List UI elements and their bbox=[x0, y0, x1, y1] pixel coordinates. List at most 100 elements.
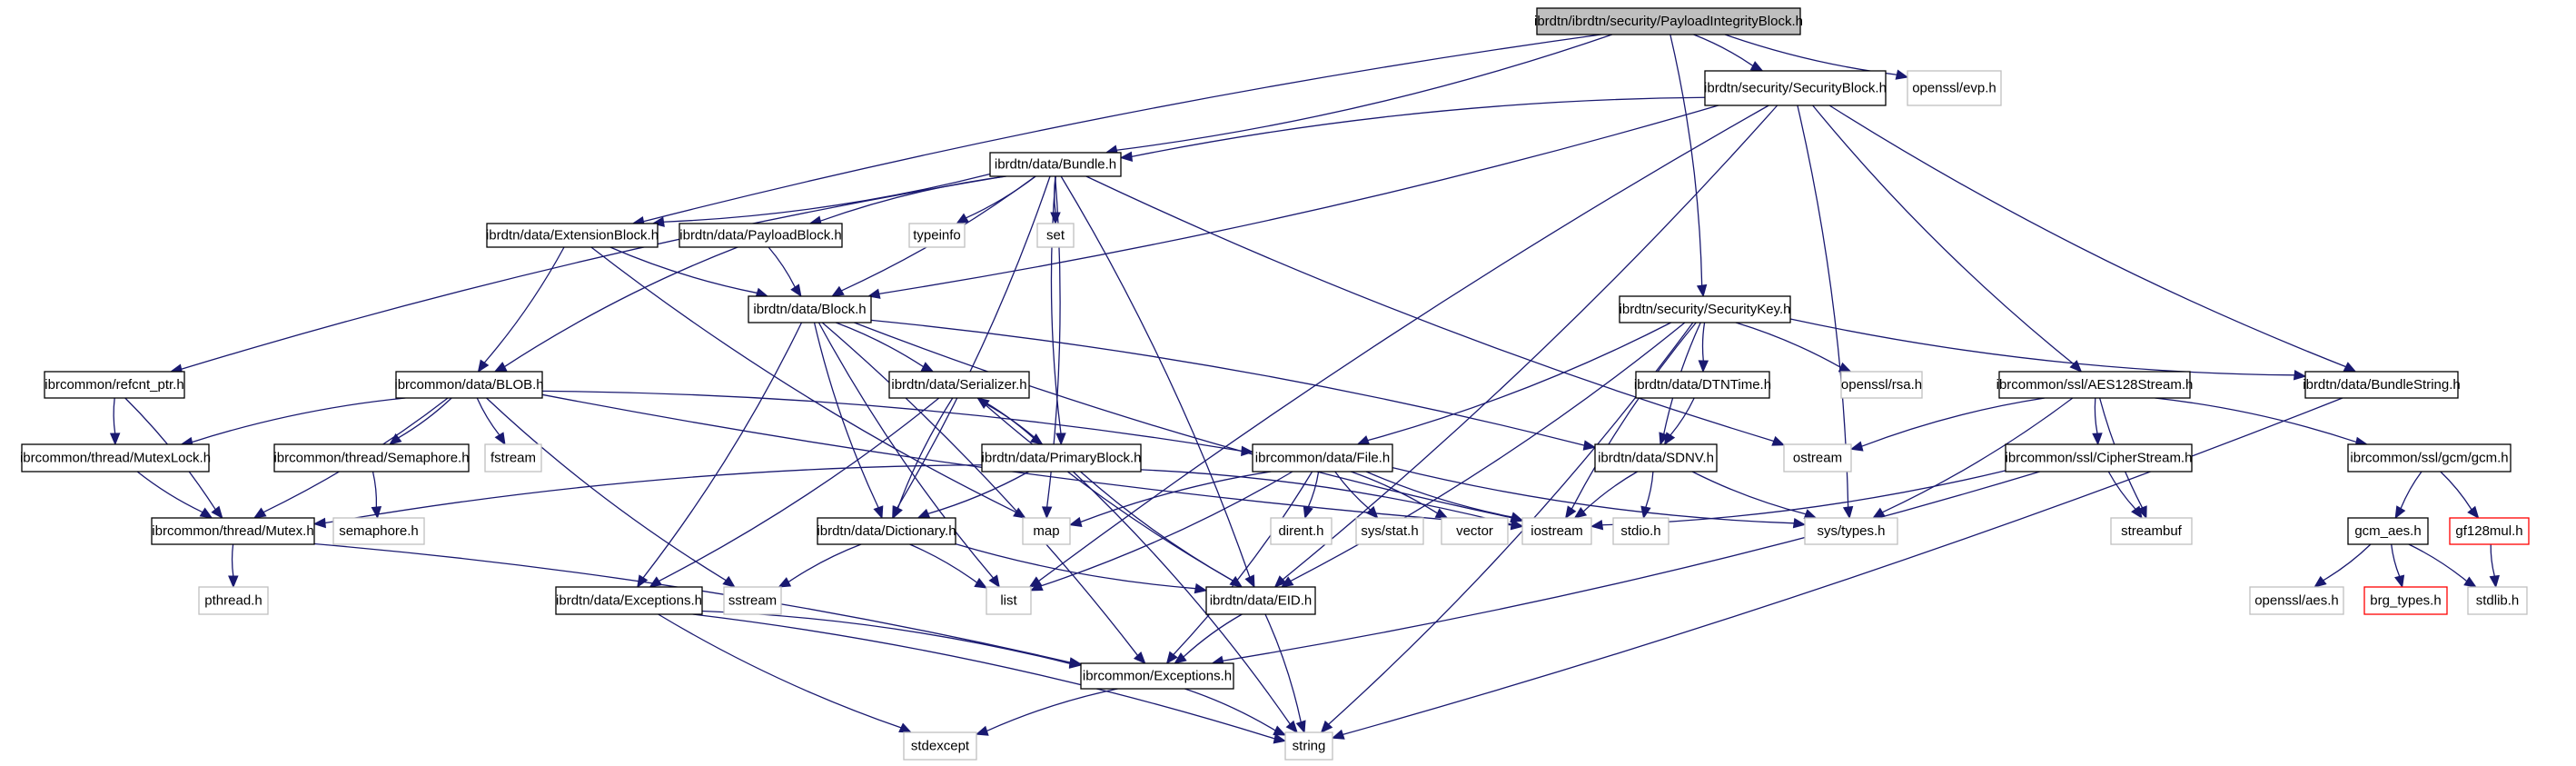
node-box bbox=[1252, 443, 1393, 473]
arrowhead-securitykey-to-iostream bbox=[1564, 505, 1577, 520]
node-gcmaes[interactable]: gcm_aes.h bbox=[2347, 517, 2429, 545]
arrowhead-sdnv-to-systypes bbox=[1803, 509, 1818, 520]
node-box bbox=[2467, 586, 2528, 615]
node-semaphoreh[interactable]: ibrcommon/thread/Semaphore.h bbox=[273, 443, 470, 473]
node-blob[interactable]: ibrcommon/data/BLOB.h bbox=[394, 371, 544, 399]
arrowhead-securityblock-to-eid bbox=[1273, 575, 1287, 588]
node-label: ibrdtn/data/Exceptions.h bbox=[556, 593, 702, 609]
node-label: sstream bbox=[728, 593, 777, 609]
edge-file-to-vector bbox=[1350, 471, 1438, 514]
node-box bbox=[1635, 371, 1770, 399]
node-label: list bbox=[1000, 593, 1017, 609]
node-label: ibrdtn/data/EID.h bbox=[1210, 593, 1313, 609]
arrowhead-root-to-securityblock bbox=[1749, 61, 1764, 72]
node-refcnt[interactable]: ibrcommon/refcnt_ptr.h bbox=[44, 371, 185, 399]
edge-gcm-to-gf128mul bbox=[2440, 471, 2472, 511]
arrowhead-file-to-vector bbox=[1434, 508, 1449, 519]
node-box bbox=[903, 731, 977, 761]
node-payloadblock[interactable]: ibrdtn/data/PayloadBlock.h bbox=[679, 223, 843, 248]
node-securitykey[interactable]: ibrdtn/security/SecurityKey.h bbox=[1619, 295, 1791, 323]
arrowhead-payloadblock-to-blob bbox=[493, 362, 508, 373]
node-securityblock[interactable]: ibrdtn/security/SecurityBlock.h bbox=[1704, 70, 1887, 106]
edge-securitykey-to-bundlestring bbox=[1789, 318, 2295, 376]
arrowhead-mutexlock-to-mutex bbox=[199, 507, 213, 519]
node-box bbox=[989, 152, 1122, 177]
node-label: stdio.h bbox=[1620, 523, 1660, 539]
node-box bbox=[888, 371, 1030, 399]
node-box bbox=[332, 517, 425, 545]
node-stdlib: stdlib.h bbox=[2467, 586, 2528, 615]
edge-extensionblock-to-map bbox=[590, 246, 1016, 513]
edge-file-to-commonexceptions bbox=[1173, 471, 1313, 655]
node-dtntime[interactable]: ibrdtn/data/DTNTime.h bbox=[1634, 371, 1771, 399]
node-typeinfo: typeinfo bbox=[908, 223, 966, 248]
node-label: ibrcommon/thread/MutexLock.h bbox=[20, 451, 211, 466]
node-pthread: pthread.h bbox=[198, 586, 269, 615]
edge-refcnt-to-mutexlock bbox=[113, 397, 116, 434]
node-block[interactable]: ibrdtn/data/Block.h bbox=[748, 295, 872, 323]
arrowhead-bundle-to-typeinfo bbox=[956, 213, 969, 224]
edge-mutexlock-to-mutex bbox=[136, 471, 203, 513]
node-box bbox=[555, 586, 703, 615]
node-label: brg_types.h bbox=[2370, 593, 2441, 609]
node-iostream: iostream bbox=[1521, 517, 1592, 545]
node-box bbox=[1036, 223, 1075, 248]
arrowhead-block-to-dictionary bbox=[873, 505, 884, 520]
edge-block-to-dtnexceptions bbox=[642, 322, 803, 579]
edge-securitykey-to-rsa bbox=[1735, 322, 1841, 368]
node-gcm[interactable]: ibrcommon/ssl/gcm/gcm.h bbox=[2347, 443, 2512, 473]
node-sdnv[interactable]: ibrdtn/data/SDNV.h bbox=[1594, 443, 1718, 473]
edge-block-to-serializer bbox=[836, 322, 924, 368]
node-label: ibrdtn/ibrdtn/security/PayloadIntegrityB… bbox=[1534, 14, 1803, 29]
node-dtnexceptions[interactable]: ibrdtn/data/Exceptions.h bbox=[555, 586, 703, 615]
node-cipherstream[interactable]: ibrcommon/ssl/CipherStream.h bbox=[2005, 443, 2193, 473]
node-label: openssl/aes.h bbox=[2254, 593, 2339, 609]
arrowhead-gcm-to-gcmaes bbox=[2394, 505, 2406, 520]
node-aes128[interactable]: ibrcommon/ssl/AES128Stream.h bbox=[1996, 371, 2194, 399]
edge-primaryblock-to-mutex bbox=[324, 464, 983, 524]
node-systypes: sys/types.h bbox=[1804, 517, 1898, 545]
node-file[interactable]: ibrcommon/data/File.h bbox=[1252, 443, 1393, 473]
arrowhead-sdnv-to-stdio bbox=[1640, 505, 1651, 520]
node-box bbox=[1804, 517, 1898, 545]
node-box bbox=[395, 371, 543, 399]
node-box bbox=[908, 223, 966, 248]
node-bundle[interactable]: ibrdtn/data/Bundle.h bbox=[989, 152, 1122, 177]
edge-cipherstream-to-commonexceptions bbox=[1223, 471, 2040, 662]
node-mutexlock[interactable]: ibrcommon/thread/MutexLock.h bbox=[20, 443, 211, 473]
edge-root-to-securityblock bbox=[1693, 34, 1754, 66]
arrowhead-primaryblock-to-string bbox=[1285, 720, 1298, 733]
arrowhead-gcmaes-to-brgtypes bbox=[2394, 574, 2405, 589]
node-serializer[interactable]: ibrdtn/data/Serializer.h bbox=[888, 371, 1030, 399]
node-box bbox=[1270, 517, 1333, 545]
node-label: stdexcept bbox=[911, 739, 970, 754]
edge-sdnv-to-systypes bbox=[1691, 471, 1807, 515]
edge-primaryblock-to-string bbox=[1072, 471, 1291, 725]
node-eid[interactable]: ibrdtn/data/EID.h bbox=[1205, 586, 1316, 615]
arrowhead-file-to-dirent bbox=[1303, 505, 1313, 520]
arrowhead-bundle-to-eid bbox=[1244, 574, 1255, 589]
arrowhead-eid-to-commonexceptions bbox=[1174, 652, 1187, 664]
node-commonexceptions[interactable]: ibrcommon/Exceptions.h bbox=[1080, 662, 1234, 690]
edge-bundle-to-typeinfo bbox=[966, 175, 1036, 219]
node-root[interactable]: ibrdtn/ibrdtn/security/PayloadIntegrityB… bbox=[1534, 7, 1803, 35]
node-bundlestring[interactable]: ibrdtn/data/BundleString.h bbox=[2303, 371, 2461, 399]
edge-block-to-commonexceptions bbox=[821, 322, 1138, 656]
node-label: stdlib.h bbox=[2476, 593, 2520, 609]
node-dictionary[interactable]: ibrdtn/data/Dictionary.h bbox=[817, 517, 956, 545]
node-mutex[interactable]: ibrcommon/thread/Mutex.h bbox=[151, 517, 315, 545]
node-primaryblock[interactable]: ibrdtn/data/PrimaryBlock.h bbox=[981, 443, 1142, 473]
edge-root-to-evp bbox=[1724, 34, 1897, 75]
node-extensionblock[interactable]: ibrdtn/data/ExtensionBlock.h bbox=[486, 223, 659, 248]
edge-semaphoreh-to-semaphore_sys bbox=[372, 471, 378, 508]
node-label: ibrcommon/Exceptions.h bbox=[1083, 669, 1232, 684]
node-box bbox=[486, 223, 659, 248]
node-label: ibrdtn/data/Serializer.h bbox=[891, 377, 1026, 393]
edge-block-to-dictionary bbox=[813, 322, 879, 508]
edge-blob-to-mutexlock bbox=[192, 397, 406, 443]
edge-eid-to-string bbox=[1264, 613, 1302, 722]
node-box bbox=[21, 443, 210, 473]
node-box bbox=[1022, 517, 1071, 545]
edge-securitykey-to-dtntime bbox=[1701, 322, 1706, 362]
edge-commonexceptions-to-stdexcept bbox=[986, 688, 1118, 732]
